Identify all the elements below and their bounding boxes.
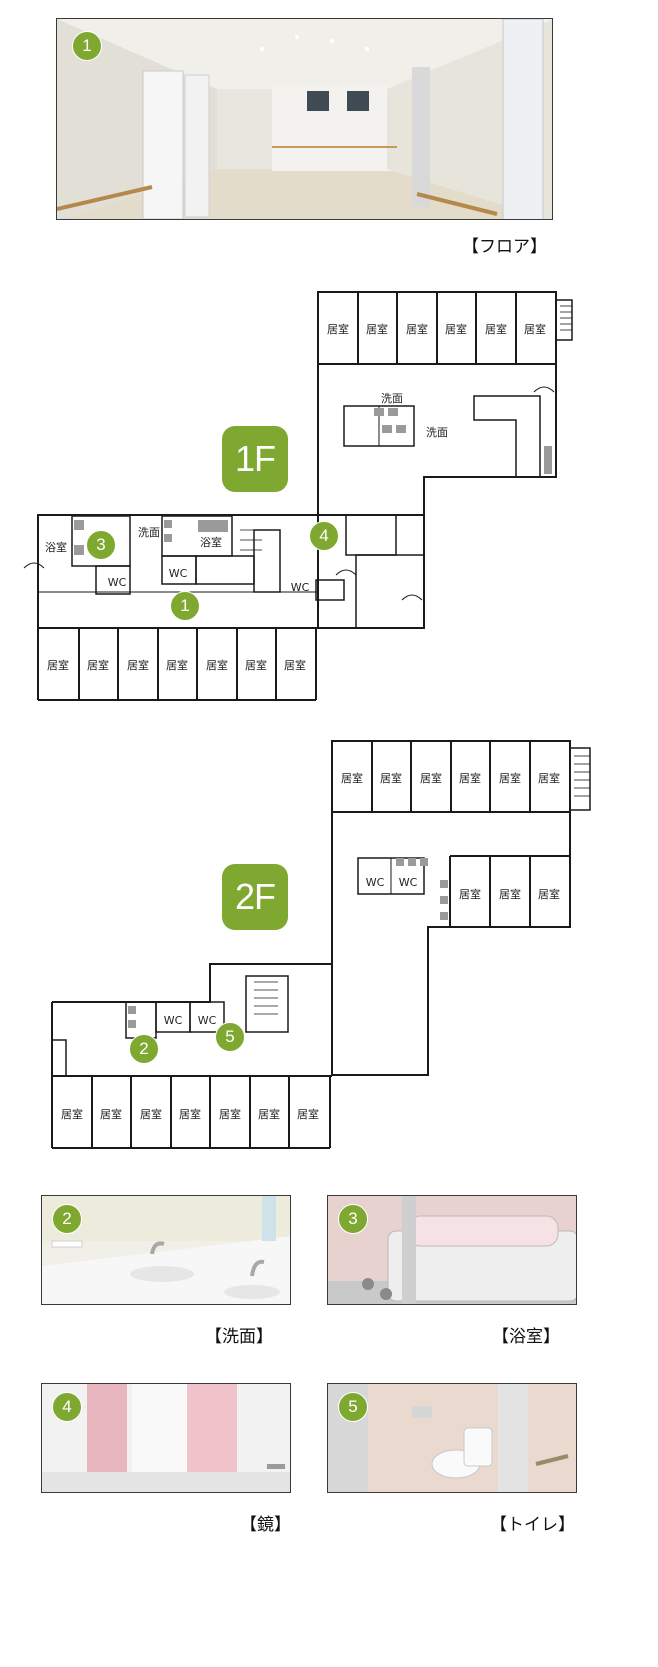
photo-badge-4: 4 [52, 1392, 82, 1422]
photo-badge-5: 5 [338, 1392, 368, 1422]
label-1f-sink-a: 洗面 [381, 392, 403, 405]
label-1f-bath-a: 浴室 [45, 540, 67, 554]
plan-2f-marker-2: 2 [129, 1034, 159, 1064]
label-2f-wc-b: WC [399, 876, 418, 889]
room-1f-l6: 居室 [245, 658, 267, 672]
plan-2f-marker-5: 5 [215, 1022, 245, 1052]
floor-caption: 【フロア】 [462, 237, 547, 257]
floor-badge-2f: 2F [222, 864, 288, 930]
room-2f-l1: 居室 [61, 1107, 83, 1121]
room-1f-l3: 居室 [127, 658, 149, 672]
sink-caption: 【洗面】 [205, 1327, 273, 1347]
plan-1f-marker-1: 1 [170, 591, 200, 621]
room-1f-u2: 居室 [366, 322, 388, 336]
label-1f-bath-b: 浴室 [200, 535, 222, 549]
mirror-photo: 4 [41, 1383, 291, 1493]
room-2f-l4: 居室 [179, 1107, 201, 1121]
room-2f-u6: 居室 [538, 771, 560, 785]
room-1f-l5: 居室 [206, 658, 228, 672]
sink-illustration [42, 1196, 290, 1304]
mirror-caption: 【鏡】 [240, 1515, 291, 1535]
room-1f-u5: 居室 [485, 322, 507, 336]
mirror-illustration [42, 1384, 290, 1492]
photo-badge-3: 3 [338, 1204, 368, 1234]
label-1f-wc-b: WC [169, 567, 188, 580]
photo-badge-1: 1 [72, 31, 102, 61]
room-1f-u4: 居室 [445, 322, 467, 336]
label-1f-sink-c: 洗面 [138, 526, 160, 539]
plan-1f-marker-4: 4 [309, 521, 339, 551]
floor-badge-1f: 1F [222, 426, 288, 492]
bath-illustration [328, 1196, 576, 1304]
room-1f-u1: 居室 [327, 322, 349, 336]
room-1f-u3: 居室 [406, 322, 428, 336]
room-2f-m3: 居室 [538, 887, 560, 901]
bath-photo: 3 [327, 1195, 577, 1305]
room-2f-l5: 居室 [219, 1107, 241, 1121]
sink-photo: 2 [41, 1195, 291, 1305]
room-1f-u6: 居室 [524, 322, 546, 336]
room-2f-u4: 居室 [459, 771, 481, 785]
room-2f-u1: 居室 [341, 771, 363, 785]
floor-photo: 1 [56, 18, 553, 220]
label-2f-wc-d: WC [198, 1014, 217, 1027]
room-2f-l7: 居室 [297, 1107, 319, 1121]
room-2f-u3: 居室 [420, 771, 442, 785]
label-1f-sink-b: 洗面 [426, 426, 448, 439]
room-1f-l7: 居室 [284, 658, 306, 672]
room-2f-u5: 居室 [499, 771, 521, 785]
room-2f-l3: 居室 [140, 1107, 162, 1121]
toilet-photo: 5 [327, 1383, 577, 1493]
plan-1f-marker-3: 3 [86, 530, 116, 560]
room-2f-m2: 居室 [499, 887, 521, 901]
bath-caption: 【浴室】 [492, 1327, 560, 1347]
room-2f-u2: 居室 [380, 771, 402, 785]
label-2f-wc-a: WC [366, 876, 385, 889]
room-2f-m1: 居室 [459, 887, 481, 901]
photo-badge-2: 2 [52, 1204, 82, 1234]
room-1f-l4: 居室 [166, 658, 188, 672]
label-2f-wc-c: WC [164, 1014, 183, 1027]
corridor-illustration [57, 19, 552, 219]
room-2f-l2: 居室 [100, 1107, 122, 1121]
toilet-caption: 【トイレ】 [490, 1515, 575, 1535]
label-1f-wc-a: WC [108, 576, 127, 589]
room-2f-l6: 居室 [258, 1107, 280, 1121]
label-1f-wc-c: WC [291, 581, 310, 594]
room-1f-l1: 居室 [47, 658, 69, 672]
room-1f-l2: 居室 [87, 658, 109, 672]
